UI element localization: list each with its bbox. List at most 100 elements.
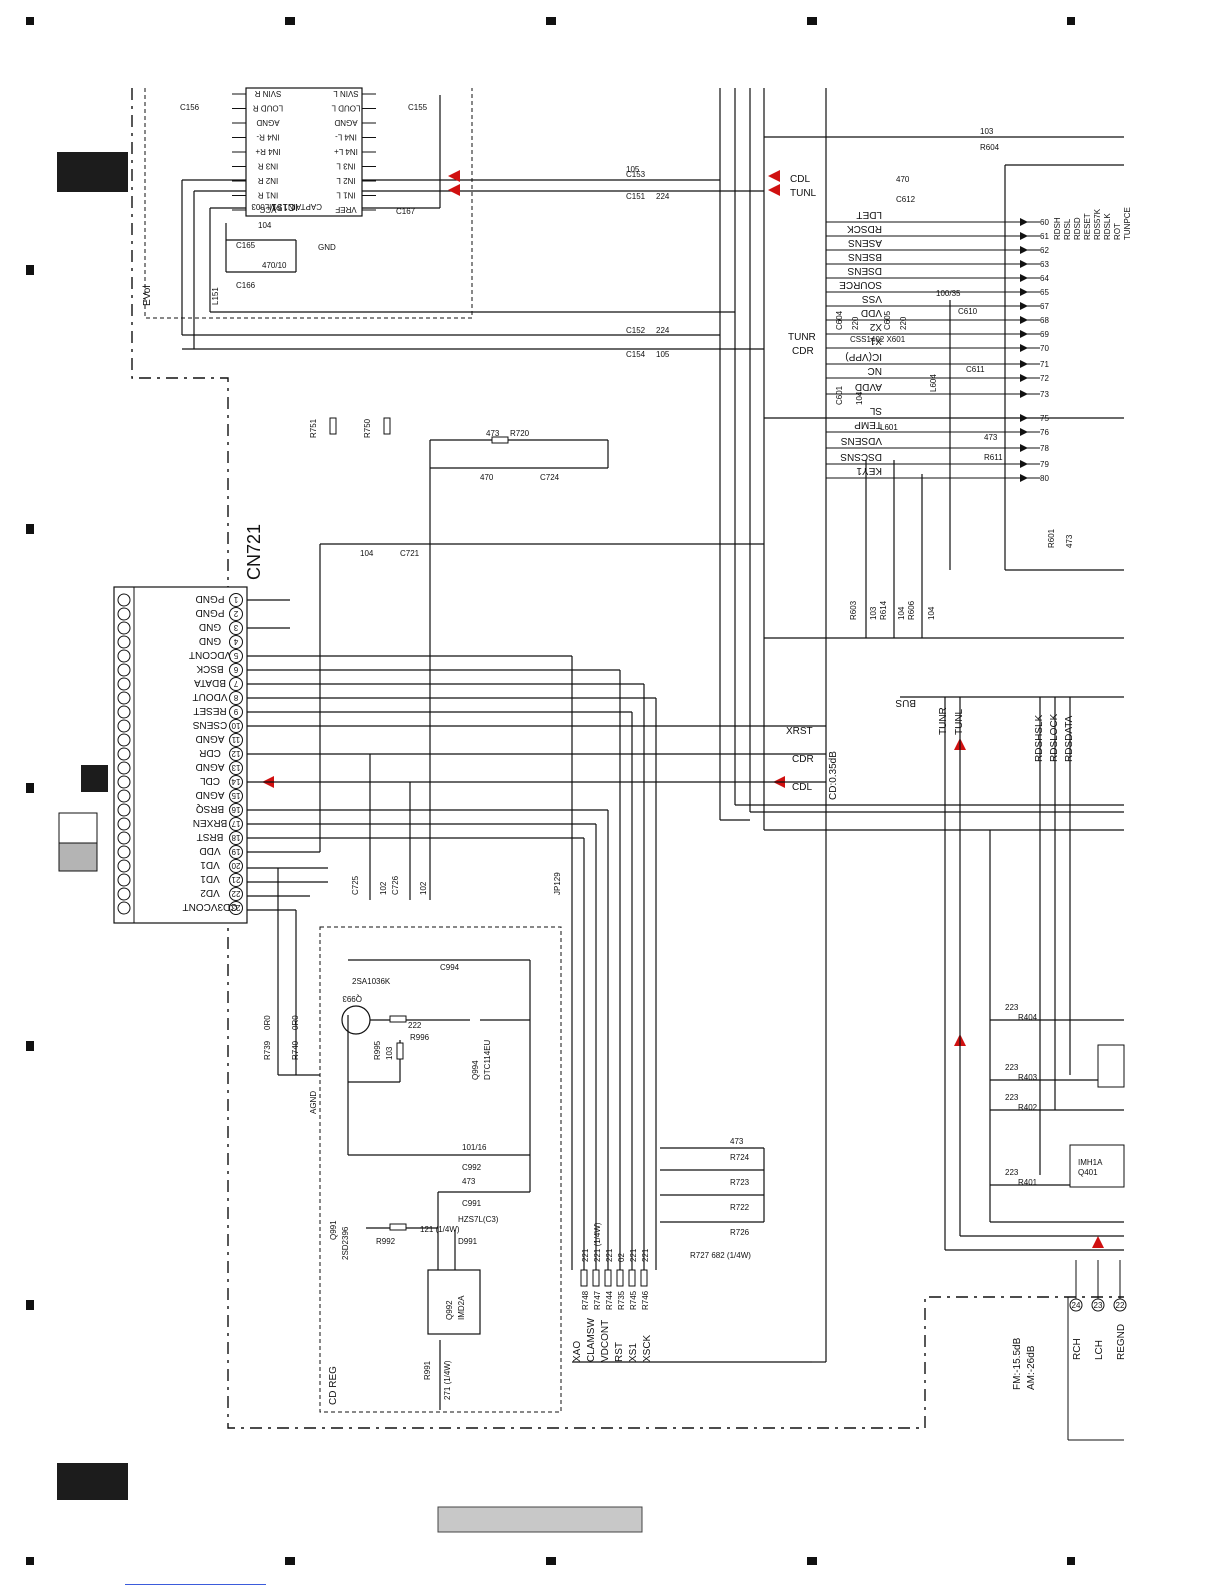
- r722-label: R722: [730, 1203, 750, 1212]
- cn721-pin-number: 17: [231, 819, 240, 828]
- bottom-resistor: [616, 1269, 624, 1287]
- cn721-pin-number-ring: [229, 817, 243, 831]
- r995-value: 103: [385, 1046, 394, 1060]
- cn721-pin-socket: [117, 789, 131, 803]
- c724-label: C724: [540, 473, 560, 482]
- cn721-pin-name: BDATA: [194, 677, 226, 688]
- l604-label: L604: [929, 374, 938, 392]
- signal-cdr-mid: CDR: [792, 754, 814, 765]
- c725-value: 102: [379, 881, 388, 895]
- cn721-pin-number: 21: [231, 875, 240, 884]
- cn721-pin-name: BRST: [197, 831, 224, 842]
- cn721-pin-number-ring: [229, 593, 243, 607]
- q993-symbol: [341, 1005, 371, 1035]
- cn721-pin-socket: [117, 845, 131, 859]
- bottom-resistor-label: R747: [593, 1290, 602, 1310]
- r739-value: 0R0: [263, 1015, 272, 1030]
- ic-pin-number: 79: [1040, 460, 1049, 469]
- ic-pin-number: 64: [1040, 274, 1049, 283]
- bottom-right-pin-name: LCH: [1094, 1340, 1105, 1360]
- c612-label: C612: [896, 195, 916, 204]
- c610-value: 100/35: [936, 289, 961, 298]
- cn721-pin-number-ring: [229, 831, 243, 845]
- ic-pin-number: 67: [1040, 302, 1049, 311]
- cn721-pin-number: 20: [231, 861, 240, 870]
- ic-pin-signal: DSCSNS: [840, 451, 882, 462]
- l151-label: L151: [211, 287, 220, 305]
- c991-label: C991: [462, 1199, 482, 1208]
- ic-pin-number: 76: [1040, 428, 1049, 437]
- fm-atten: FM:-15.5dB: [1012, 1337, 1023, 1390]
- ic151-part: CAPTAIN1 PML003: [251, 202, 322, 211]
- bottom-signal-label: VDCONT: [600, 1320, 611, 1362]
- cn721-pin-socket: [117, 901, 131, 915]
- page-number-box: [57, 1463, 128, 1500]
- r601-value: 473: [1065, 534, 1074, 548]
- r996-label: R996: [410, 1033, 430, 1042]
- q994-part: DTC114EU: [483, 1039, 492, 1080]
- ic151-body: [245, 87, 363, 217]
- bottom-resistor-label: R746: [641, 1290, 650, 1310]
- ic-pin-signal: SL: [869, 405, 882, 416]
- r604-label: R604: [980, 143, 1000, 152]
- ic-pin-signal: BSENS: [848, 251, 882, 262]
- bottom-resistor: [640, 1269, 648, 1287]
- ic151-left-pin: IN4 R-: [256, 133, 279, 142]
- cn721-pin-name: VDOUT: [193, 691, 228, 702]
- d991-label: D991: [458, 1237, 478, 1246]
- top-right-pin-label: TUNPCE: [1123, 207, 1132, 240]
- bottom-resistor-value: 221: [581, 1248, 590, 1262]
- c612-value: 470: [896, 175, 910, 184]
- r724-value: 473: [730, 1137, 744, 1146]
- ic-pin-number: 72: [1040, 374, 1049, 383]
- q401-body: [1069, 1144, 1125, 1188]
- ic-pin-signal: X1: [869, 335, 882, 346]
- cn721-pin-number-ring: [229, 649, 243, 663]
- c151-value: 224: [656, 192, 670, 201]
- cn721-pin-socket: [117, 803, 131, 817]
- r404-value: 223: [1005, 1003, 1019, 1012]
- pin-arrow-icon: [1020, 374, 1028, 382]
- am-atten: AM:-26dB: [1026, 1345, 1037, 1390]
- ic151-left-pin: LOUD R: [253, 104, 283, 113]
- cn721-pin-name: PGND: [196, 593, 225, 604]
- bottom-resistor: [628, 1269, 636, 1287]
- r603-value: 103: [869, 606, 878, 620]
- cn721-pin-number-ring: [229, 733, 243, 747]
- cn721-pin-name: VD1: [200, 873, 220, 884]
- pin-arrow-icon: [1020, 344, 1028, 352]
- r401-label: R401: [1018, 1178, 1038, 1187]
- c605-label: C605: [883, 310, 892, 330]
- c152-value: 224: [656, 326, 670, 335]
- cn721-pin-number-ring: [229, 859, 243, 873]
- cn721-pin-number: 19: [231, 847, 240, 856]
- cn721-pin-number-ring: [229, 775, 243, 789]
- cn721-pin-name: VD2: [200, 887, 220, 898]
- bottom-resistor: [604, 1269, 612, 1287]
- cn721-pin-number: 14: [231, 777, 240, 786]
- cn721-pin-number-ring: [229, 719, 243, 733]
- c165-value: 104: [258, 221, 272, 230]
- cn721-pin-socket: [117, 593, 131, 607]
- cn721-pin-name: CD3VCONT: [182, 901, 237, 912]
- cn721-pin-name: VDD: [199, 845, 220, 856]
- r724-label: R724: [730, 1153, 750, 1162]
- ic151-left-pin: VCC: [259, 205, 276, 214]
- cn721-pin-name: VD1: [200, 859, 220, 870]
- top-right-pin-label: RESET: [1083, 213, 1092, 240]
- pin-arrow-icon: [1020, 316, 1028, 324]
- bottom-resistor-value: 221: [641, 1248, 650, 1262]
- cn721-pin-number: 12: [231, 749, 240, 758]
- pin-arrow-icon: [1020, 218, 1028, 226]
- cn721-pin-name: CDL: [200, 775, 220, 786]
- bottom-signal-label: XS1: [628, 1343, 639, 1362]
- signal-cd-atten: CD:0.35dB: [828, 751, 839, 800]
- pin-arrow-icon: [1020, 246, 1028, 254]
- signal-rdshslk: RDSHSLK: [1034, 714, 1045, 762]
- c604-value: 220: [851, 316, 860, 330]
- c610-label: C610: [958, 307, 978, 316]
- cn721-pin-name: GND: [199, 635, 221, 646]
- evol-label: EVol: [142, 285, 153, 306]
- signal-rdsdata: RDSDATA: [1064, 715, 1075, 762]
- r740-label: R740: [291, 1040, 300, 1060]
